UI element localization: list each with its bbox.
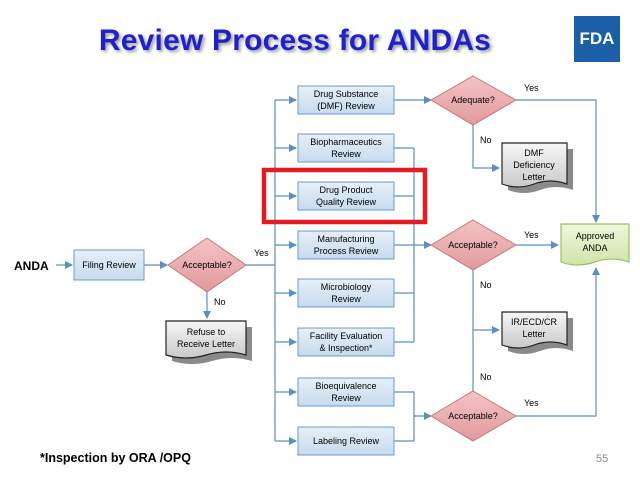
review-biopharm: Biopharmaceutics Review (297, 133, 395, 163)
dmf-letter-line2: Deficiency (513, 160, 555, 170)
review-labeling-label: Labeling Review (313, 436, 380, 446)
dmf-letter-line3: Letter (522, 172, 545, 182)
review-quality-line1: Drug Product (319, 185, 373, 195)
filing-review-label: Filing Review (82, 260, 136, 270)
label-adequate-no: No (480, 135, 492, 145)
edge-bio-yes (516, 267, 600, 417)
review-bioequiv-line2: Review (331, 393, 361, 403)
review-facility-line1: Facility Evaluation (310, 331, 383, 341)
approved-anda-doc: Approved ANDA (560, 223, 630, 266)
label-filing-yes: Yes (254, 248, 269, 258)
ir-ecd-cr-letter-doc: IR/ECD/CR Letter (501, 311, 573, 354)
review-micro-line2: Review (331, 294, 361, 304)
ir-letter-line1: IR/ECD/CR (511, 317, 558, 327)
fda-logo: FDA (574, 16, 620, 62)
main-acceptable-decision: Acceptable? (430, 219, 517, 271)
slide-title: Review Process for ANDAs (98, 24, 492, 57)
review-quality: Drug Product Quality Review (297, 181, 395, 211)
review-facility: Facility Evaluation & Inspection* (297, 327, 395, 357)
refuse-letter-line2: Receive Letter (177, 339, 235, 349)
review-manufacturing-line1: Manufacturing (317, 234, 374, 244)
review-quality-line2: Quality Review (316, 197, 377, 207)
adequate-decision-label: Adequate? (451, 95, 495, 105)
review-dmf: Drug Substance (DMF) Review (297, 85, 395, 115)
filing-decision-label: Acceptable? (182, 260, 232, 270)
edge-adequate-no (472, 125, 500, 172)
refuse-letter-line1: Refuse to (187, 327, 226, 337)
dmf-deficiency-doc: DMF Deficiency Letter (501, 142, 573, 193)
bio-acceptable-decision: Acceptable? (430, 390, 517, 442)
anda-start-label: ANDA (14, 259, 49, 273)
review-dmf-line1: Drug Substance (314, 89, 379, 99)
review-dmf-line2: (DMF) Review (317, 101, 375, 111)
review-facility-line2: & Inspection* (319, 343, 373, 353)
approved-line1: Approved (576, 231, 615, 241)
review-manufacturing-line2: Process Review (314, 246, 379, 256)
label-filing-no: No (214, 297, 226, 307)
page-number: 55 (596, 453, 609, 465)
filing-review-box: Filing Review (73, 249, 145, 281)
adequate-decision: Adequate? (430, 75, 518, 126)
quality-review-highlight (261, 167, 428, 225)
review-labeling: Labeling Review (297, 426, 395, 456)
approved-line2: ANDA (582, 243, 607, 253)
label-main-yes: Yes (524, 230, 539, 240)
label-bio-yes: Yes (524, 398, 539, 408)
collect-bioequiv (394, 391, 432, 420)
bio-decision-label: Acceptable? (448, 411, 498, 421)
connectors (56, 96, 600, 445)
main-decision-label: Acceptable? (448, 240, 498, 250)
review-biopharm-line2: Review (331, 149, 361, 159)
review-bioequiv: Bioequivalence Review (297, 377, 395, 407)
footnote: *Inspection by ORA /OPQ (40, 451, 191, 465)
collect-labeling (394, 416, 415, 442)
edge-adequate-yes (516, 99, 600, 223)
label-main-no: No (480, 280, 492, 290)
refuse-letter-doc: Refuse to Receive Letter (165, 320, 252, 364)
review-micro: Microbiology Review (297, 278, 395, 308)
label-bio-no: No (480, 372, 492, 382)
dmf-letter-line1: DMF (524, 148, 544, 158)
edge-main-no (472, 270, 500, 334)
ir-letter-line2: Letter (522, 329, 545, 339)
filing-decision: Acceptable? (167, 237, 247, 293)
review-micro-line1: Microbiology (321, 282, 372, 292)
review-bioequiv-line1: Bioequivalence (315, 381, 376, 391)
review-biopharm-line1: Biopharmaceutics (310, 137, 382, 147)
label-adequate-yes: Yes (524, 83, 539, 93)
review-manufacturing: Manufacturing Process Review (297, 230, 395, 260)
